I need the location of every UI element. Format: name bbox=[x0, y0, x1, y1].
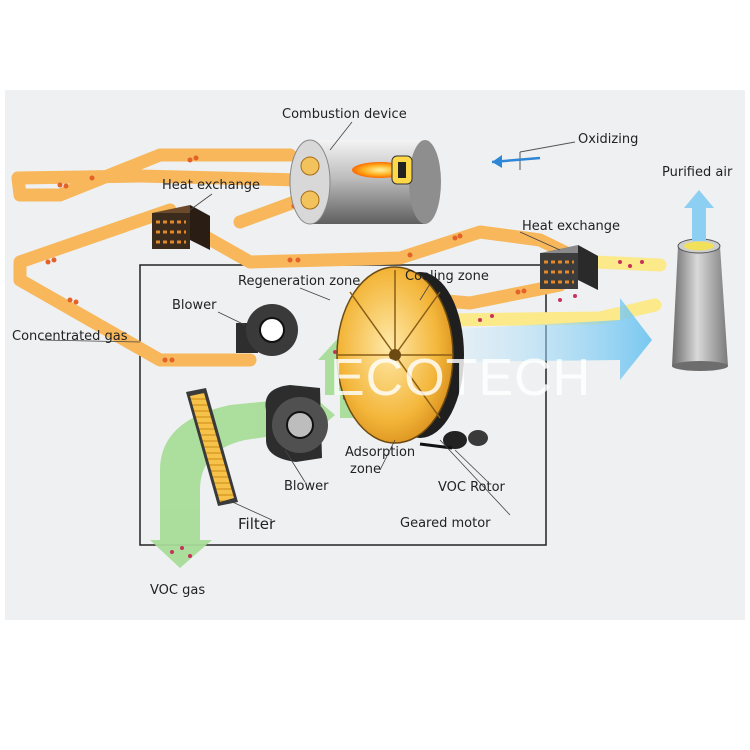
label-combustion-device: Combustion device bbox=[282, 107, 407, 122]
filter-icon bbox=[186, 388, 238, 506]
label-adsorption-zone-1: Adsorption bbox=[345, 445, 415, 460]
purified-air-up-arrow-icon bbox=[684, 190, 714, 241]
label-adsorption-zone-2: zone bbox=[350, 462, 381, 477]
label-blower-top: Blower bbox=[172, 298, 217, 313]
combustion-device-icon bbox=[289, 139, 441, 225]
oxidizing-arrow-icon bbox=[491, 141, 576, 170]
label-geared-motor: Geared motor bbox=[400, 516, 491, 531]
label-voc-rotor: VOC Rotor bbox=[438, 480, 506, 495]
watermark: ECOTECH bbox=[330, 349, 591, 407]
label-heat-exchange-right: Heat exchange bbox=[522, 219, 620, 234]
label-purified-air: Purified air bbox=[662, 165, 733, 180]
blower-bottom-icon bbox=[265, 385, 328, 462]
heat-exchanger-right-icon bbox=[540, 245, 598, 290]
label-regeneration-zone: Regeneration zone bbox=[238, 274, 360, 289]
label-heat-exchange-left: Heat exchange bbox=[162, 178, 260, 193]
heat-exchanger-left-icon bbox=[152, 205, 210, 250]
label-blower-bottom: Blower bbox=[284, 479, 329, 494]
label-cooling-zone: Cooling zone bbox=[405, 269, 489, 284]
label-voc-gas: VOC gas bbox=[150, 583, 205, 598]
label-concentrated-gas: Concentrated gas bbox=[12, 329, 128, 344]
label-oxidizing: Oxidizing bbox=[578, 132, 638, 147]
diagram-labels: Combustion device Oxidizing Purified air… bbox=[12, 107, 733, 598]
purified-flow-arrow-icon bbox=[440, 298, 652, 380]
voc-rotor-icon bbox=[336, 266, 464, 444]
label-filter: Filter bbox=[238, 515, 276, 533]
blower-top-icon bbox=[236, 304, 298, 356]
clean-air-particles bbox=[478, 260, 644, 322]
clean-air-duct bbox=[438, 255, 667, 327]
leader-lines bbox=[39, 121, 561, 521]
chimney-icon bbox=[672, 238, 728, 371]
